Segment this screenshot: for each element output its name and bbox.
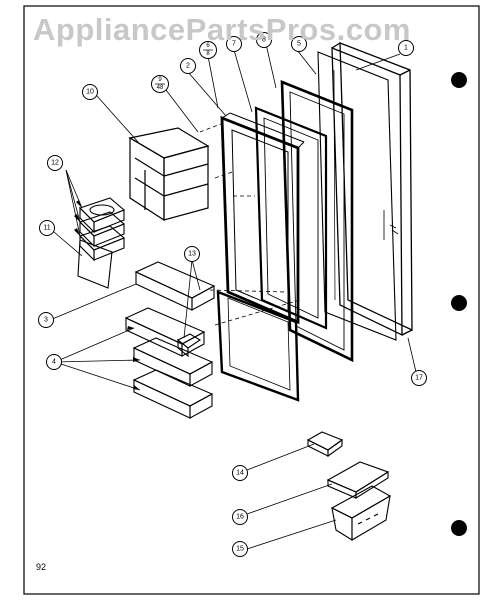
callout-5: 5 (291, 36, 307, 52)
fraction-top: 9 (158, 77, 162, 83)
storage-basket (330, 485, 392, 541)
binder-hole-top (451, 72, 467, 88)
door-gasket (280, 80, 354, 363)
callout-13: 13 (184, 246, 200, 262)
callout-17: 17 (411, 370, 427, 386)
callout-label: 3 (44, 317, 48, 324)
cover-plate (77, 239, 113, 289)
callout-2: 2 (180, 58, 196, 74)
callout-label: 5 (297, 41, 301, 48)
stacked-containers (78, 197, 126, 262)
binder-hole-middle (451, 295, 467, 311)
door-bin-upper (134, 261, 216, 311)
callout-fraction-6: 68 (199, 41, 217, 59)
watermark: AppliancePartsPros.com (33, 12, 411, 47)
fraction-bottom: 48 (157, 85, 164, 91)
callout-7: 7 (226, 36, 242, 52)
callout-label: 12 (51, 160, 59, 167)
callout-label: 14 (236, 470, 244, 477)
shelf-rack (128, 127, 210, 222)
callout-15: 15 (232, 541, 248, 557)
small-tray (306, 431, 344, 458)
callout-8: 8 (256, 32, 272, 48)
callout-16: 16 (232, 509, 248, 525)
door-outer-panel (331, 42, 413, 337)
fraction-top: 6 (206, 43, 210, 49)
callout-label: 2 (186, 63, 190, 70)
callout-label: 16 (236, 514, 244, 521)
leader-arrowheads (74, 200, 140, 390)
lower-gasket (216, 290, 300, 402)
binder-hole-bottom (451, 520, 467, 536)
door-back-plate (317, 51, 399, 341)
callout-label: 17 (415, 375, 423, 382)
callout-label: 8 (262, 37, 266, 44)
callout-label: 4 (52, 359, 56, 366)
callout-3: 3 (38, 312, 54, 328)
callout-11: 11 (39, 220, 55, 236)
alignment-lines (199, 121, 301, 326)
breaker-frame (254, 106, 328, 330)
door-bins-lower (124, 307, 214, 419)
callout-label: 1 (404, 45, 408, 52)
callout-14: 14 (232, 465, 248, 481)
page-number: 92 (36, 562, 47, 572)
callout-10: 10 (82, 84, 98, 100)
bin-clip (176, 333, 202, 358)
callout-label: 11 (43, 225, 50, 232)
callout-12: 12 (47, 155, 63, 171)
callout-4: 4 (46, 354, 62, 370)
bin-lid (326, 461, 390, 499)
callout-1: 1 (398, 40, 414, 56)
door-liner (220, 112, 305, 325)
leader-lines (49, 43, 417, 550)
callout-label: 10 (86, 89, 94, 96)
fraction-bottom: 8 (206, 51, 210, 57)
callout-label: 13 (188, 251, 196, 258)
callout-label: 7 (232, 41, 236, 48)
callout-fraction-9: 948 (151, 75, 169, 93)
page-border (23, 5, 480, 595)
callout-label: 15 (236, 546, 244, 553)
